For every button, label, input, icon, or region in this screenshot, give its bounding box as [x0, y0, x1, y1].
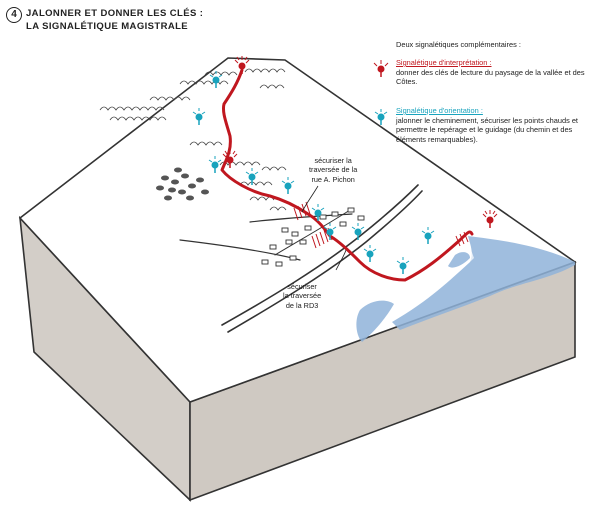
orientation-marker: [192, 108, 206, 125]
orientation-marker-icon: [374, 109, 388, 125]
legend-interpretation: Signalétique d'interprétation : donner d…: [373, 58, 596, 87]
annotation-rd3: sécuriser la traversée de la RD3: [283, 282, 321, 310]
interpretation-marker: [482, 210, 498, 228]
orientation-markers: [192, 71, 435, 274]
annotation-rd3-line: la traversée: [283, 291, 322, 301]
orientation-marker: [311, 204, 325, 221]
legend-orientation-desc: jalonner le cheminement, sécuriser les p…: [396, 115, 578, 144]
orientation-marker: [421, 227, 435, 244]
orientation-marker: [363, 245, 377, 262]
forest-upper: [99, 68, 287, 211]
interpretation-markers: [222, 56, 498, 228]
river: [356, 236, 575, 342]
title-line-2: LA SIGNALÉTIQUE MAGISTRALE: [26, 21, 189, 32]
orientation-marker: [351, 223, 365, 240]
signage-path: [220, 68, 474, 282]
orientation-marker: [209, 71, 223, 88]
section-number: 4: [6, 7, 22, 23]
orientation-marker: [245, 168, 259, 185]
interpretation-marker: [222, 150, 238, 168]
annotation-pichon-line: rue A. Pichon: [311, 174, 355, 184]
legend-interpretation-desc: donner des clés de lecture du paysage de…: [396, 67, 585, 87]
title-line-1: JALONNER ET DONNER LES CLÉS :: [26, 8, 204, 19]
annotation-pichon: sécuriser la traversée de la rue A. Pich…: [309, 156, 357, 184]
legend-intro: Deux signalétiques complémentaires :: [396, 40, 521, 49]
legend-interpretation-title: Signalétique d'interprétation :: [396, 58, 492, 67]
annotation-arrows: [301, 185, 347, 271]
village-buildings: [261, 207, 365, 267]
interpretation-marker-icon: [373, 60, 389, 77]
legend-orientation: Signalétique d'orientation : jalonner le…: [374, 106, 596, 144]
block-top-surface: [18, 57, 577, 403]
annotation-rd3-line: sécuriser: [287, 282, 317, 291]
orientation-marker: [396, 257, 410, 274]
annotation-pichon-line: sécuriser la: [314, 156, 352, 165]
annotation-pichon-line: traversée de la: [309, 165, 358, 175]
orientation-marker: [281, 177, 295, 194]
annotation-rd3-line: de la RD3: [285, 300, 319, 310]
interpretation-marker: [234, 56, 250, 74]
vineyard-patch: [156, 167, 209, 201]
legend-orientation-title: Signalétique d'orientation :: [396, 106, 483, 115]
orientation-marker: [323, 223, 337, 240]
orientation-marker: [208, 156, 222, 173]
